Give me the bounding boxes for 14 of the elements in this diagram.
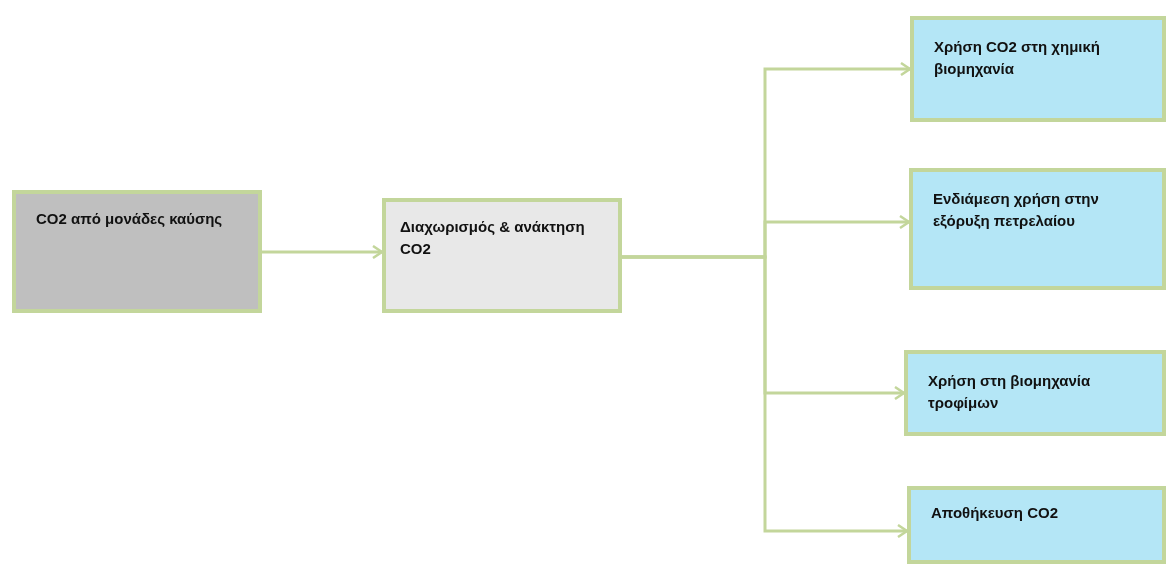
process-box [909,168,1166,290]
process-box [907,486,1166,564]
box-label: Αποθήκευση CO2 [931,503,1059,523]
process-box [12,190,262,313]
box-label: Διαχωρισμός & ανάκτηση CO2 [400,217,586,259]
arrow [622,255,909,539]
arrow [262,244,384,260]
process-box [904,350,1166,436]
box-label: Χρήση CO2 στη χημική βιομηχανία [934,37,1101,79]
box-label: Ενδιάμεση χρήση στην εξόρυξη πετρελαίου [933,189,1100,231]
process-box [382,198,622,313]
process-box [910,16,1166,122]
box-label: CO2 από μονάδες καύσης [36,209,224,229]
box-label: Χρήση στη βιομηχανία τροφίμων [928,371,1092,413]
